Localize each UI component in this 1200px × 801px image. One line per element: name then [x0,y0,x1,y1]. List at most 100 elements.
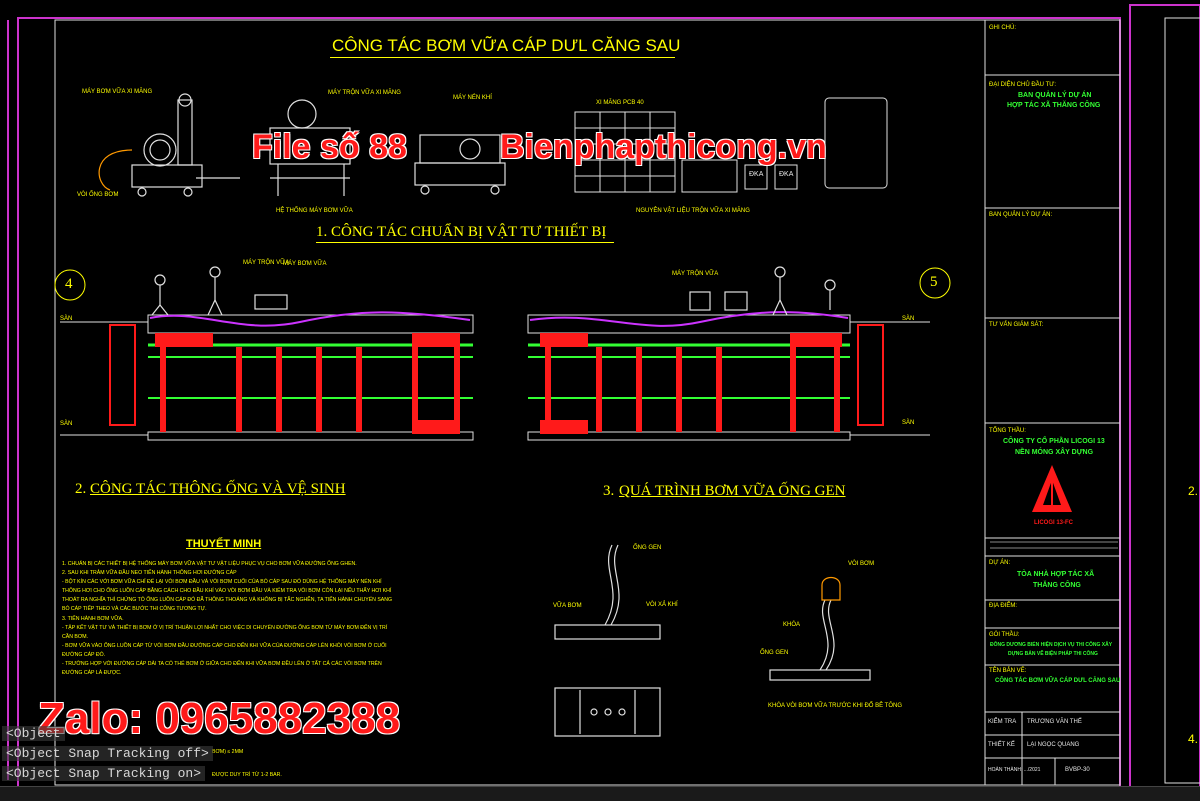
detail-b2-label: KHÓA [783,622,801,628]
notes-block: 1. CHUẨN BỊ CÁC THIẾT BỊ HỆ THỐNG MÁY BƠ… [62,560,462,678]
mixer-illustration [269,99,351,196]
section2-structure [60,311,474,441]
note-line: 3. TIẾN HÀNH BƠM VỮA. [62,615,124,622]
note-line: ĐƯỜNG CÁP LÀ ĐƯỢC. [62,670,122,677]
command-history-line-2: <Object Snap Tracking off> [2,746,213,761]
compressor-illustration [414,134,506,195]
next-sheet-inner-frame [1164,17,1200,784]
axis-label-4: 4 [65,276,73,292]
main-title: CÔNG TÁC BƠM VỮA CÁP DƯL CĂNG SAU [332,36,681,55]
section3-title: QUÁ TRÌNH BƠM VỮA ỐNG GEN [619,483,846,499]
level-d: SÀN [902,420,915,426]
watermark-file: File số 88 [252,128,407,166]
command-history-line-3: <Object Snap Tracking on> [2,766,206,781]
command-history-line-1: <Object [2,726,65,741]
tb-project-2: THĂNG CÔNG [1033,582,1081,589]
tb-check-label: KIỂM TRA [988,719,1017,725]
title-block-rows [985,74,1120,785]
axis-bubble-4 [54,269,86,301]
tb-scope-2: DỰNG BẢN VẼ BIỆN PHÁP THI CÔNG [1008,651,1098,657]
axis-label-5: 5 [930,274,938,290]
label-cement: XI MĂNG PCB 40 [596,100,644,106]
right-panel-fragment-2: 4. [1188,732,1199,746]
label-system: HỆ THỐNG MÁY BƠM VỮA [276,208,353,214]
label-material: NGUYÊN VẬT LIỆU TRỘN VỮA XI MĂNG [636,208,750,214]
inner-frame [54,19,1121,786]
tb-supervision-label: TƯ VẤN GIÁM SÁT: [989,322,1044,328]
label-bag1: ĐKA [749,171,764,178]
section1-underline [316,242,614,243]
tb-drawing-name: CÔNG TÁC BƠM VỮA CÁP DƯL CĂNG SAU [995,678,1121,684]
section2-number: 2. [75,481,87,497]
detail-b3-label: ỐNG GEN [760,650,789,656]
level-b: SÀN [60,421,73,427]
section2-title: CÔNG TÁC THÔNG ỐNG VÀ VỆ SINH [90,481,346,497]
watermark-site: Bienphapthicong.vn [500,128,827,166]
tb-date: HOÀN THÀNH: .../2021 [988,767,1041,773]
right-panel-fragment-1: 2. [1188,484,1199,498]
detail-pump-valve [769,576,871,681]
note-line: THOÁT RA NGHĨA THÌ CHỨNG TỎ ỐNG LUỒN CÁP… [62,597,393,604]
tb-scope-label: GÓI THẦU: [989,632,1020,638]
tb-design-label: THIẾT KẾ [988,742,1015,748]
axis-bubble-5 [919,267,951,299]
label-worker-l1: MÁY TRỘN VỮA [243,260,290,266]
section1-title: 1. CÔNG TÁC CHUẨN BỊ VẬT TƯ THIẾT BỊ [316,224,607,240]
label-pump: MÁY BƠM VỮA XI MĂNG [82,89,153,95]
tb-scope-1: ĐÔNG DƯƠNG BIỂN HIỆN DỊCH VỤ THI CÔNG XÂ… [990,642,1113,648]
note-tail-1: BƠM) ≤ 2MM [212,749,244,755]
tb-ghi-chu: GHI CHÚ: [989,25,1016,31]
cement-bags-illustration [574,97,888,193]
note-line: BÓ CÁP TIẾP THEO VÀ CÁC BƯỚC THI CÔNG TƯ… [62,606,207,613]
tb-check-name: TRƯƠNG VĂN THẾ [1027,719,1082,725]
note-line: - TẬP KẾT VẬT TƯ VÀ THIẾT BỊ BƠM Ở VỊ TR… [62,624,388,631]
tb-sheet-no: BVBP-30 [1065,767,1090,773]
tb-pm-label: BAN QUẢN LÝ DỰ ÁN: [989,212,1053,218]
detail-a1-label: ỐNG GEN [633,545,662,551]
tb-project-1: TÒA NHÀ HỢP TÁC XÃ [1017,571,1095,578]
tb-owner-2: HỢP TÁC XÃ THĂNG CÔNG [1007,102,1101,109]
note-line: THÔNG HƠI CHO ỐNG LUỒN CÁP BẰNG CÁCH CHO… [62,588,392,595]
note-line: CẦN BƠM. [62,633,89,640]
note-line: ĐƯỜNG CÁP ĐÓ. [62,651,106,658]
tb-contractor-label: TỔNG THẦU: [989,428,1026,434]
label-hose: VÒI ỐNG BƠM [77,192,119,198]
level-a: SÀN [60,316,73,322]
label-compressor: MÁY NÉN KHÍ [453,95,492,101]
section3-structure [527,311,930,441]
label-worker-r1: MÁY TRỘN VỮA [672,271,719,277]
note-line: - BỘT KÍN CÁC VỚI BƠM VỮA CHỈ ĐỂ LẠI VÒI… [62,579,382,586]
detail-b1-label: VÒI BƠM [848,561,875,567]
note-line: - BƠM VỮA VÀO ỐNG LUỒN CÁP TỪ VÒI BƠM ĐẦ… [62,642,387,649]
detail-a3-label: VỮA BƠM [553,603,582,609]
tb-owner-1: BAN QUẢN LÝ DỰ ÁN [1018,92,1092,99]
detail-caption: KHÓA VÒI BƠM VỮA TRƯỚC KHI ĐỔ BÊ TÔNG [768,703,903,709]
licogi-logo [1032,465,1072,512]
label-worker-l2: MÁY BƠM VỮA [283,261,327,267]
detail-grout-vent [554,544,661,737]
tb-owner-label: ĐẠI DIỆN CHỦ ĐẦU TƯ: [989,82,1057,88]
tb-location-label: ĐỊA ĐIỂM: [989,603,1018,609]
note-line: - TRƯỜNG HỢP VỚI ĐƯỜNG CÁP DÀI TA CÓ THỂ… [62,661,382,668]
watermark-zalo: Zalo: 0965882388 [38,694,401,743]
tb-design-name: LẠI NGỌC QUANG [1027,742,1080,748]
note-tail-2: ĐƯỢC DUY TRÌ TỪ 1-2 BAR. [212,772,282,778]
label-mixer: MÁY TRỘN VỮA XI MĂNG [328,90,401,96]
label-bag2: ĐKA [779,171,794,178]
section3-number: 3. [603,483,615,499]
detail-a2-label: VÒI XẢ KHÍ [646,602,678,608]
tb-drawing-label: TÊN BẢN VẼ: [989,668,1027,674]
command-input-bar[interactable] [0,786,1200,801]
note-line: 1. CHUẨN BỊ CÁC THIẾT BỊ HỆ THỐNG MÁY BƠ… [62,561,357,567]
tb-project-label: DỰ ÁN: [989,560,1011,566]
main-title-underline [330,57,675,58]
tb-contractor-2: NỀN MÓNG XÂY DỰNG [1015,449,1094,456]
worker-figures [151,266,836,316]
tb-logo-text: LICOGI 13-FC [1034,520,1074,526]
tb-contractor-1: CÔNG TY CỔ PHẦN LICOGI 13 [1003,438,1105,445]
note-line: 2. SAU KHI TRẢM VỮA ĐẦU NEO TIẾN HÀNH TH… [62,570,237,577]
notes-title: THUYẾT MINH [186,538,262,550]
grout-pump-illustration [98,93,240,197]
level-c: SÀN [902,316,915,322]
